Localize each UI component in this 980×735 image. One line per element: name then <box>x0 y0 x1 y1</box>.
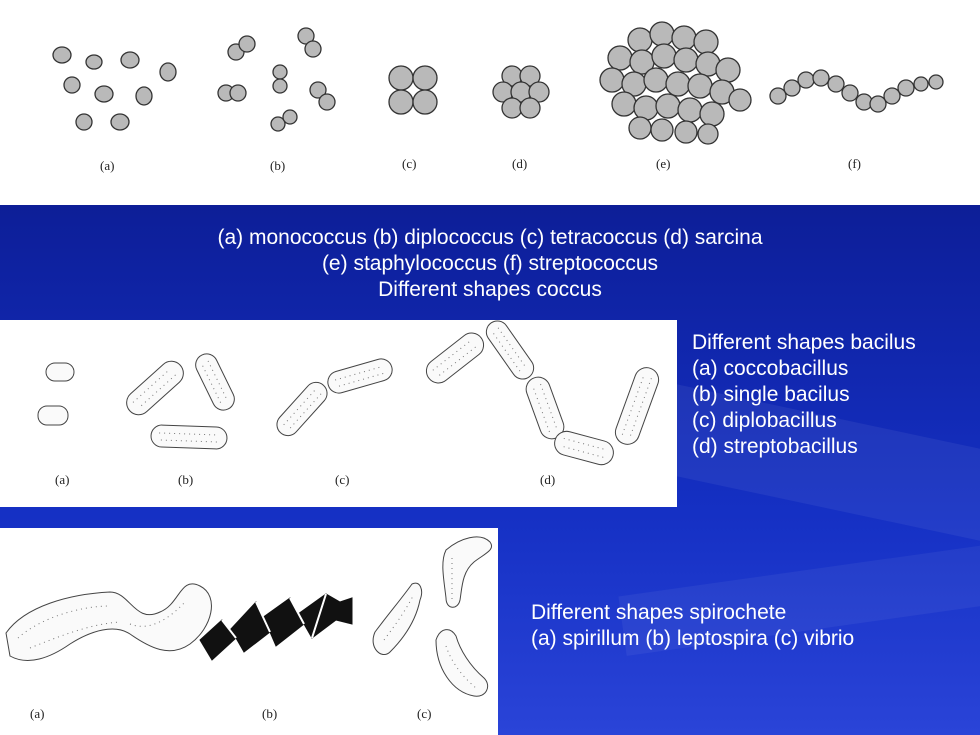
leptospira-figure <box>199 593 353 661</box>
coccobacillus-figure <box>37 362 75 426</box>
bacilli-label-a: (a) <box>55 472 69 487</box>
bacilli-caption-item: (c) diplobacillus <box>692 409 837 432</box>
tetracoccus-figure <box>388 65 438 115</box>
spirochete-caption-title: Different shapes spirochete <box>531 601 787 624</box>
cocci-label-c: (c) <box>402 156 416 171</box>
spirochete-diagram-panel: (a) (b) (c) <box>0 528 498 735</box>
cocci-caption-line1: (a) monococcus (b) diplococcus (c) tetra… <box>217 226 763 249</box>
spirochete-label-a: (a) <box>30 706 44 721</box>
bacilli-caption-item: (a) coccobacillus <box>692 357 849 380</box>
spirochete-diagram: (a) (b) (c) <box>5 536 492 721</box>
spirochete-caption-line2: (a) spirillum (b) leptospira (c) vibrio <box>531 627 855 650</box>
cocci-label-d: (d) <box>512 156 527 171</box>
single-bacillus-figure <box>126 353 235 450</box>
vibrio-figure <box>372 536 492 697</box>
diplococcus-figure <box>217 27 336 132</box>
sarcina-figure <box>492 65 550 119</box>
cocci-caption-line2: (e) staphylococcus (f) streptococcus <box>321 252 659 275</box>
spirochete-label-b: (b) <box>262 706 277 721</box>
spirochete-caption: Different shapes spirochete (a) spirillu… <box>531 600 854 652</box>
cocci-diagram: (a) (b) (c) (d) (e) (f) <box>52 21 944 173</box>
spirillum-figure <box>5 583 212 661</box>
spirochete-label-c: (c) <box>417 706 431 721</box>
bacilli-caption-title: Different shapes bacilus <box>692 331 916 354</box>
cocci-label-b: (b) <box>270 158 285 173</box>
bacilli-caption-item: (b) single bacilus <box>692 383 850 406</box>
monococcus-figure <box>52 46 177 131</box>
bacilli-label-b: (b) <box>178 472 193 487</box>
bacilli-caption-item: (d) streptobacillus <box>692 435 858 458</box>
cocci-label-f: (f) <box>848 156 861 171</box>
bacilli-diagram-panel: (a) (b) (c) (d) <box>0 320 677 507</box>
cocci-caption: (a) monococcus (b) diplococcus (c) tetra… <box>0 225 980 303</box>
bacilli-caption: Different shapes bacilus (a) coccobacill… <box>692 330 916 460</box>
cocci-diagram-panel: (a) (b) (c) (d) (e) (f) <box>0 0 980 205</box>
diplobacillus-figure <box>276 358 393 437</box>
cocci-label-a: (a) <box>100 158 114 173</box>
bacilli-label-c: (c) <box>335 472 349 487</box>
cocci-caption-line3: Different shapes coccus <box>378 278 602 301</box>
streptococcus-figure <box>769 69 944 113</box>
bacilli-diagram: (a) (b) (c) (d) <box>37 320 660 487</box>
bacilli-label-d: (d) <box>540 472 555 487</box>
cocci-label-e: (e) <box>656 156 670 171</box>
streptobacillus-figure <box>425 320 660 466</box>
staphylococcus-figure <box>599 21 752 145</box>
